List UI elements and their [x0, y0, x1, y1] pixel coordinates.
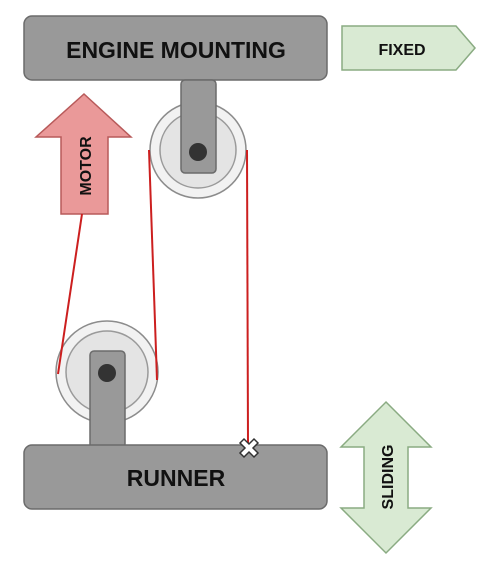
bottom-pulley-axle — [98, 364, 116, 382]
sliding-arrow: SLIDING — [339, 400, 433, 555]
rope-motor-to-bottom-pulley — [57, 213, 83, 375]
engine-mounting-label: ENGINE MOUNTING — [66, 37, 286, 63]
fixed-arrow: FIXED — [341, 25, 476, 71]
fixed-arrow-shape — [341, 25, 476, 71]
runner-block: RUNNER — [23, 444, 328, 510]
top-pulley — [149, 79, 247, 199]
bottom-pulley — [55, 320, 159, 449]
top-pulley-axle — [189, 143, 207, 161]
motor-label: MOTOR — [78, 136, 95, 196]
engine-mounting-body — [23, 15, 328, 81]
rope-anchor-cross-icon — [238, 437, 260, 459]
runner-label: RUNNER — [127, 465, 226, 491]
motor-arrow: MOTOR — [34, 92, 133, 215]
runner-body — [23, 444, 328, 510]
rope — [57, 149, 249, 444]
motor-arrow-shape — [34, 92, 133, 215]
rope-top-pulley-to-runner — [246, 149, 249, 444]
rope-bottom-to-top-pulley — [148, 149, 158, 381]
fixed-label: FIXED — [378, 42, 425, 59]
sliding-label: SLIDING — [380, 445, 397, 510]
sliding-arrow-shape — [339, 400, 433, 555]
engine-mounting-block: ENGINE MOUNTING — [23, 15, 328, 81]
